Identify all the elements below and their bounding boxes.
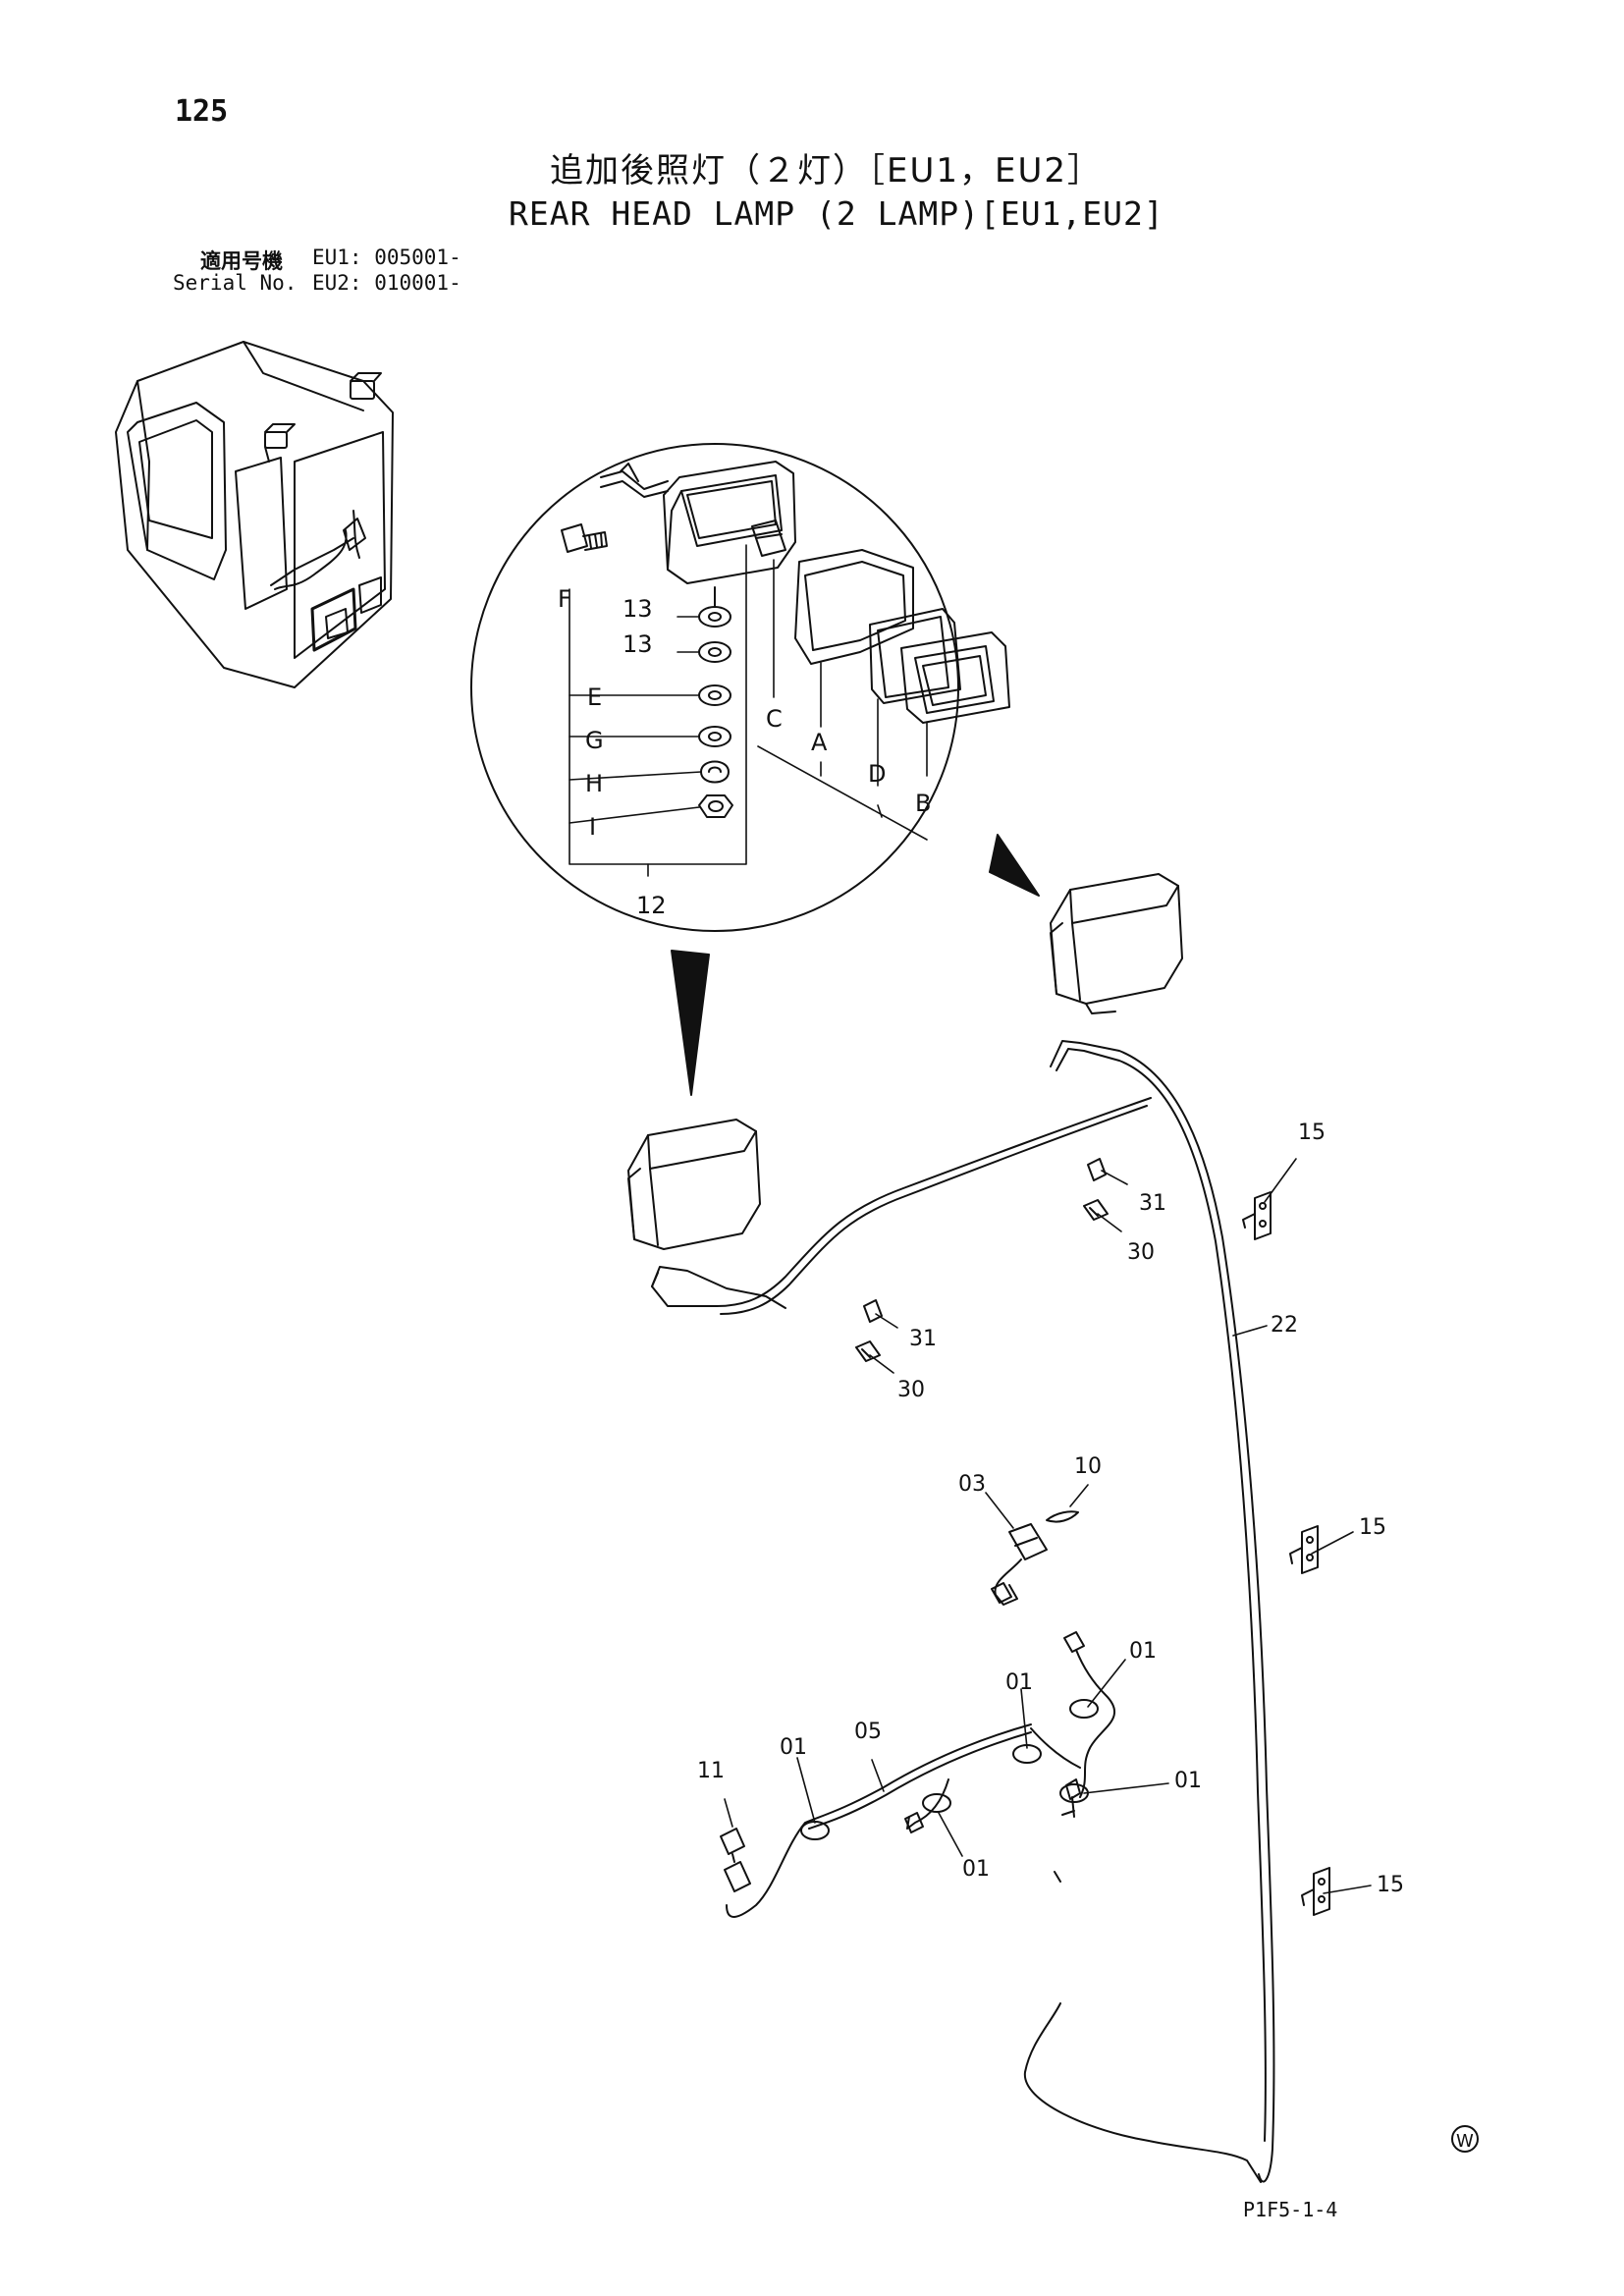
callout-03: 03 <box>958 1472 986 1497</box>
serial-eu1: EU1: 005001- <box>312 246 461 269</box>
switch-03 <box>991 1523 1048 1606</box>
lamp-exploded-view <box>561 461 1010 818</box>
callout-15-middle: 15 <box>1359 1515 1386 1540</box>
callout-D: D <box>868 760 886 788</box>
callout-30-lower: 30 <box>897 1378 925 1402</box>
page-number: 125 <box>175 94 229 129</box>
w-mark-letter: W <box>1456 2131 1474 2152</box>
clip-31-upper <box>1087 1158 1107 1181</box>
callout-01-e: 01 <box>962 1857 990 1882</box>
title-english: REAR HEAD LAMP (2 LAMP)[EU1,EU2] <box>509 194 1164 233</box>
callout-12: 12 <box>636 892 667 919</box>
callout-13a: 13 <box>623 595 653 623</box>
clip-30-upper <box>1083 1199 1109 1221</box>
callout-10: 10 <box>1074 1454 1102 1479</box>
callout-01-c: 01 <box>780 1735 807 1760</box>
callout-31-upper: 31 <box>1139 1191 1166 1216</box>
callout-13b: 13 <box>623 630 653 658</box>
callout-H: H <box>585 770 603 797</box>
callout-11: 11 <box>697 1759 725 1783</box>
clip-30-lower <box>855 1340 881 1362</box>
callout-A: A <box>811 729 828 756</box>
serial-label-english: Serial No. <box>173 271 298 295</box>
callout-30-upper: 30 <box>1127 1240 1155 1265</box>
clip-15-top <box>1242 1191 1272 1240</box>
callout-15-bottom: 15 <box>1377 1873 1404 1897</box>
cab-overview <box>115 341 394 688</box>
harness-22 <box>651 1040 1275 2183</box>
clip-15-bottom <box>1301 1867 1330 1916</box>
head-lamp-right <box>1050 873 1183 1014</box>
callout-22: 22 <box>1271 1313 1298 1338</box>
decal-10 <box>1046 1510 1079 1523</box>
callout-31-lower: 31 <box>909 1327 937 1351</box>
w-mark: W <box>1451 2125 1479 2153</box>
callout-01-a: 01 <box>1129 1639 1157 1664</box>
callout-I: I <box>589 813 596 841</box>
callout-01-d: 01 <box>1174 1769 1202 1793</box>
figure-code: P1F5-1-4 <box>1243 2198 1338 2221</box>
leader-lines <box>724 1158 1372 1894</box>
head-lamp-left <box>627 1119 761 1250</box>
serial-eu2: EU2: 010001- <box>312 271 461 295</box>
detail-circle <box>470 443 1040 1096</box>
detail-leader-lines <box>568 544 928 877</box>
clip-31-lower <box>863 1299 883 1323</box>
callout-C: C <box>766 705 783 733</box>
callout-F: F <box>558 585 571 613</box>
callout-B: B <box>915 790 931 817</box>
serial-label-japanese: 適用号機 <box>200 249 283 273</box>
callout-E: E <box>587 683 602 711</box>
callout-01-b: 01 <box>1005 1670 1033 1695</box>
callout-G: G <box>585 727 604 754</box>
title-japanese: 追加後照灯（２灯）［EU1，EU2］ <box>550 151 1103 191</box>
callout-05: 05 <box>854 1720 882 1744</box>
harness-05 <box>720 1631 1116 1918</box>
clip-15-middle <box>1289 1525 1319 1574</box>
callout-15-top: 15 <box>1298 1121 1326 1145</box>
callout-labels: F 13 13 E G H I 12 C A D B 15 31 30 22 3… <box>558 585 1404 1897</box>
